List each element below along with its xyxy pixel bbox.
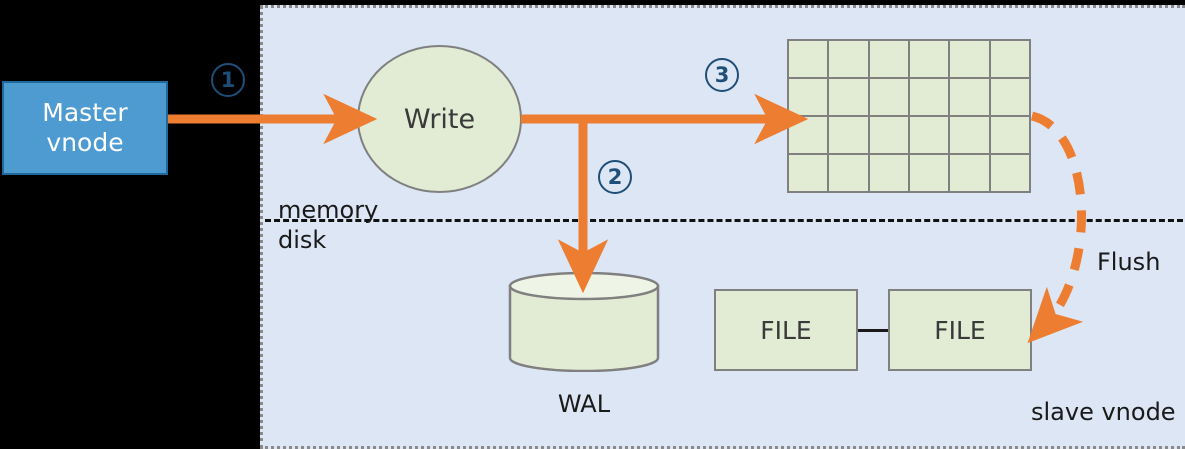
memory-table-cell (950, 41, 989, 77)
memory-table-grid (787, 39, 1031, 193)
master-vnode-box[interactable]: Master vnode (2, 81, 168, 175)
memory-table-cell (869, 155, 908, 191)
wal-label: WAL (557, 390, 611, 418)
memory-table-cell (909, 155, 949, 191)
memory-table-cell (950, 79, 989, 115)
write-node[interactable]: Write (357, 45, 522, 193)
file-box-1-label: FILE (760, 315, 812, 345)
step-badge-1: 1 (211, 63, 245, 97)
memory-table-cell (829, 79, 868, 115)
memory-table-cell (869, 117, 908, 153)
master-vnode-label-line1: Master (42, 97, 128, 127)
memory-table-cell (869, 41, 908, 77)
file-box-2[interactable]: FILE (888, 289, 1032, 371)
master-vnode-label-line2: vnode (46, 128, 124, 157)
slave-vnode-label: slave vnode (1031, 398, 1176, 426)
memory-table-cell (950, 117, 989, 153)
step-badge-2-text: 2 (607, 165, 623, 189)
memory-table-cell (829, 117, 868, 153)
flush-label: Flush (1097, 248, 1161, 276)
memory-table-cell (829, 155, 868, 191)
write-node-label: Write (403, 103, 476, 135)
memory-table-cell (909, 79, 949, 115)
memory-disk-divider (265, 219, 1183, 222)
memory-table-cell (829, 41, 868, 77)
memory-table-cell (909, 117, 949, 153)
memory-table-cell (990, 41, 1029, 77)
memory-tier-label: memory (278, 196, 379, 224)
file-box-1[interactable]: FILE (714, 289, 858, 371)
step-badge-3: 3 (705, 58, 739, 92)
wal-cylinder-shape (508, 271, 660, 373)
memory-table-cell (869, 79, 908, 115)
memory-table-cell (789, 155, 828, 191)
step-badge-1-text: 1 (220, 68, 236, 92)
file-box-2-label: FILE (934, 315, 986, 345)
wal-cylinder (508, 271, 660, 373)
memory-table-cell (990, 117, 1029, 153)
memory-table-cell (789, 117, 828, 153)
step-badge-2: 2 (598, 160, 632, 194)
memory-table-cell (990, 79, 1029, 115)
memory-table-cell (950, 155, 989, 191)
file-connector-line (858, 329, 888, 332)
memory-table-cell (789, 41, 828, 77)
memory-table-cell (909, 41, 949, 77)
memory-table-cell (789, 79, 828, 115)
step-badge-3-text: 3 (714, 63, 730, 87)
memory-table-cell (990, 155, 1029, 191)
disk-tier-label: disk (278, 226, 327, 254)
